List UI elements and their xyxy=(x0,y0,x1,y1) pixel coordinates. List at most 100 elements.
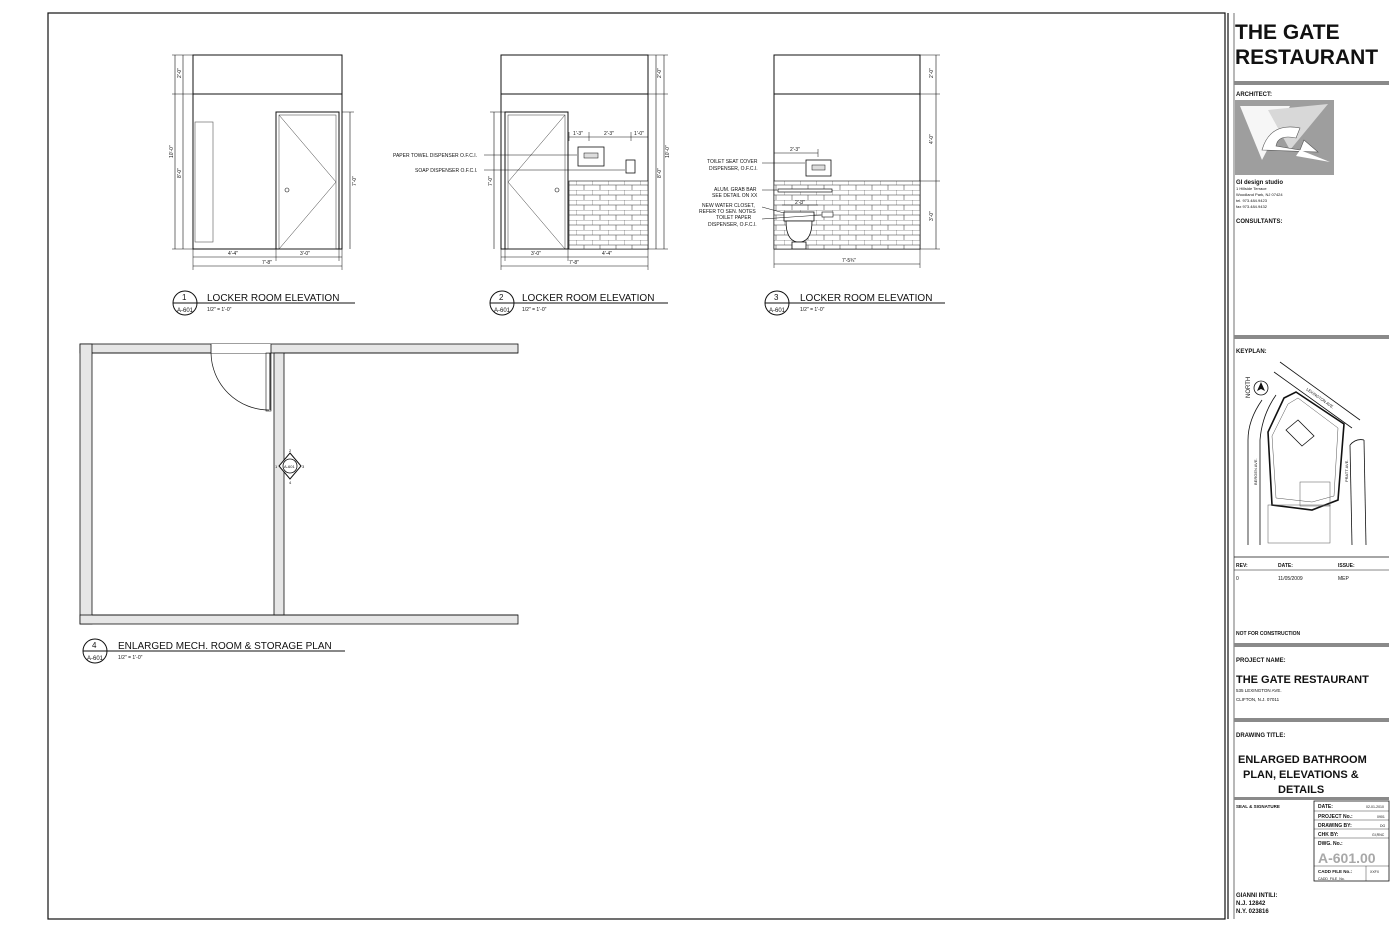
tile-wainscot-2 xyxy=(568,180,649,250)
detail-2-title: LOCKER ROOM ELEVATION xyxy=(522,293,654,304)
door-swing-arc xyxy=(210,352,270,411)
detail-1-scale: 1/2" = 1'-0" xyxy=(207,307,232,313)
elev1-dim-bottom-3: 7'-8" xyxy=(262,260,272,266)
detail-2-scale: 1/2" = 1'-0" xyxy=(522,307,547,313)
rev-header-rev: REV: xyxy=(1236,563,1248,569)
drawing-title-label: DRAWING TITLE: xyxy=(1236,733,1285,739)
elev3-dim-right-1: 2'-0" xyxy=(929,68,935,78)
not-for-construction: NOT FOR CONSTRUCTION xyxy=(1236,631,1301,637)
keyplan-north: NORTH xyxy=(1246,377,1252,398)
section-num-top: 2 xyxy=(289,448,292,453)
detail-3-scale: 1/2" = 1'-0" xyxy=(800,307,825,313)
project-address-2: CLIFTON, N.J. 07011 xyxy=(1236,697,1280,702)
elev2-dim-left-1: 7'-0" xyxy=(488,176,494,186)
firm-fax: fax 973.484.9432 xyxy=(1236,204,1268,209)
rev-row-0-rev: 0 xyxy=(1236,576,1239,582)
elev3-dim-bottom-1: 7'-5¾" xyxy=(842,258,856,264)
architect-logo xyxy=(1235,100,1334,175)
street-pratt: PRATT AVE. xyxy=(1344,460,1349,482)
drawing-title-line3: DETAILS xyxy=(1278,784,1324,796)
info-drawn-value: DG xyxy=(1380,824,1386,828)
project-name: THE GATE RESTAURANT xyxy=(1236,674,1369,686)
elev2-note-1: PAPER TOWEL DISPENSER O.F.C.I. xyxy=(393,153,477,159)
drawing-border xyxy=(47,12,1226,920)
door-1 xyxy=(275,111,340,250)
door-opening xyxy=(211,344,271,353)
sheet-number: A-601.00 xyxy=(1318,850,1376,866)
mech-room-plan: A-601 2 3 4 1 xyxy=(79,343,519,625)
detail-3-sheet: A-601 xyxy=(769,308,786,314)
firm-name: GI design studio xyxy=(1236,180,1283,186)
elev3-note-5: NEW WATER CLOSET, xyxy=(702,203,755,209)
signer-license-2: N.Y. 023816 xyxy=(1236,909,1269,915)
info-chk-value: GI,RNC xyxy=(1372,833,1385,837)
info-date-label: DATE: xyxy=(1318,804,1333,810)
section-marker: A-601 2 3 4 1 xyxy=(275,448,305,485)
elev3-note-4: SEE DETAIL ON XX xyxy=(712,193,758,199)
elev2-dim-top-3: 1'-0" xyxy=(634,131,644,137)
detail-title-4: 4 A-601 ENLARGED MECH. ROOM & STORAGE PL… xyxy=(82,638,345,664)
elev1-dim-bottom-1: 4'-4" xyxy=(228,251,238,257)
section-num-bottom: 4 xyxy=(289,480,292,485)
firm-phone: tel. 973.484.9423 xyxy=(1236,198,1268,203)
consultants-label: CONSULTANTS: xyxy=(1236,219,1282,225)
seal-label: SEAL & SIGNATURE xyxy=(1236,804,1280,809)
project-name-label: PROJECT NAME: xyxy=(1236,658,1286,664)
elev2-note-2: SOAP DISPENSER O.F.C.I. xyxy=(415,168,477,174)
elev2-dim-top-1: 1'-3" xyxy=(573,131,583,137)
sheet-info-table: DATE: 02-01-2010 PROJECT No.: 0901 DRAWI… xyxy=(1313,800,1390,882)
elev2-dim-top-2: 2'-3" xyxy=(604,131,614,137)
elev3-dim-top-1: 2'-3" xyxy=(790,147,800,153)
elev1-dim-left-1: 2'-0" xyxy=(177,68,183,78)
section-num-right: 3 xyxy=(302,464,305,469)
drawing-title-line1: ENLARGED BATHROOM xyxy=(1238,754,1367,766)
detail-title-1: 1 A-601 LOCKER ROOM ELEVATION 1/2" = 1'-… xyxy=(172,290,355,316)
elev3-note-1: TOILET SEAT COVER xyxy=(707,159,758,165)
cadd-file: CADD_FILE_No. xyxy=(1318,877,1345,881)
project-title-line1: THE GATE xyxy=(1235,21,1340,44)
architect-label: ARCHITECT: xyxy=(1236,92,1272,98)
cadd-label: CADD FILE No.: xyxy=(1318,869,1352,874)
cadd-value: XXFX xyxy=(1370,870,1380,874)
elev3-dim-right-3: 3'-0" xyxy=(929,211,935,221)
elev2-dim-right-2: 8'-0" xyxy=(657,168,663,178)
info-date-value: 02-01-2010 xyxy=(1366,805,1384,809)
detail-1-title: LOCKER ROOM ELEVATION xyxy=(207,293,339,304)
keyplan-label: KEYPLAN: xyxy=(1236,349,1267,355)
detail-1-number: 1 xyxy=(182,293,187,302)
signer-license-1: N.J. 12842 xyxy=(1236,901,1266,907)
drawing-title-line2: PLAN, ELEVATIONS & xyxy=(1243,769,1359,781)
rev-header-issue: ISSUE: xyxy=(1338,563,1355,569)
grab-bar xyxy=(777,188,833,193)
firm-address-2: Woodland Park, NJ 07424 xyxy=(1236,192,1283,197)
info-project-value: 0901 xyxy=(1377,815,1385,819)
detail-2-number: 2 xyxy=(499,293,504,302)
toilet-paper-dispenser xyxy=(821,211,834,218)
detail-4-title: ENLARGED MECH. ROOM & STORAGE PLAN xyxy=(118,641,332,652)
elev2-dim-bottom-2: 4'-4" xyxy=(602,251,612,257)
elev3-note-8: DISPENSER, O.F.C.I. xyxy=(708,222,757,228)
elev2-dim-bottom-3: 7'-8" xyxy=(569,260,579,266)
detail-3-number: 3 xyxy=(774,293,779,302)
rev-row-0-date: 11/05/2009 xyxy=(1278,576,1303,582)
elev3-dim-right-2: 4'-0" xyxy=(929,134,935,144)
elev1-dim-left-3: 10'-0" xyxy=(169,145,175,158)
elev3-note-6: REFER TO SEN. NOTES xyxy=(699,209,756,215)
section-marker-tag: A-601 xyxy=(284,464,295,469)
elevation-3: TOILET SEAT COVER DISPENSER, O.F.C.I. AL… xyxy=(699,54,940,268)
elev1-dim-bottom-2: 3'-0" xyxy=(300,251,310,257)
signer-name: GIANNI INTILI: xyxy=(1236,893,1277,899)
elev3-note-7: TOILET PAPER xyxy=(716,215,752,221)
elev2-dim-bottom-1: 3'-0" xyxy=(531,251,541,257)
info-dwg-label: DWG. No.: xyxy=(1318,841,1343,847)
info-chk-label: CHK BY: xyxy=(1318,832,1339,838)
door-2 xyxy=(504,111,569,250)
detail-1-sheet: A-601 xyxy=(177,308,194,314)
detail-title-2: 2 A-601 LOCKER ROOM ELEVATION 1/2" = 1'-… xyxy=(489,290,668,316)
project-address-1: 535 LEXINGTON AVE. xyxy=(1236,688,1282,693)
elev1-dim-left-2: 8'-0" xyxy=(177,168,183,178)
street-bergen: BERGEN AVE. xyxy=(1253,458,1258,485)
project-title-line2: RESTAURANT xyxy=(1235,46,1378,69)
info-drawn-label: DRAWING BY: xyxy=(1318,823,1352,829)
